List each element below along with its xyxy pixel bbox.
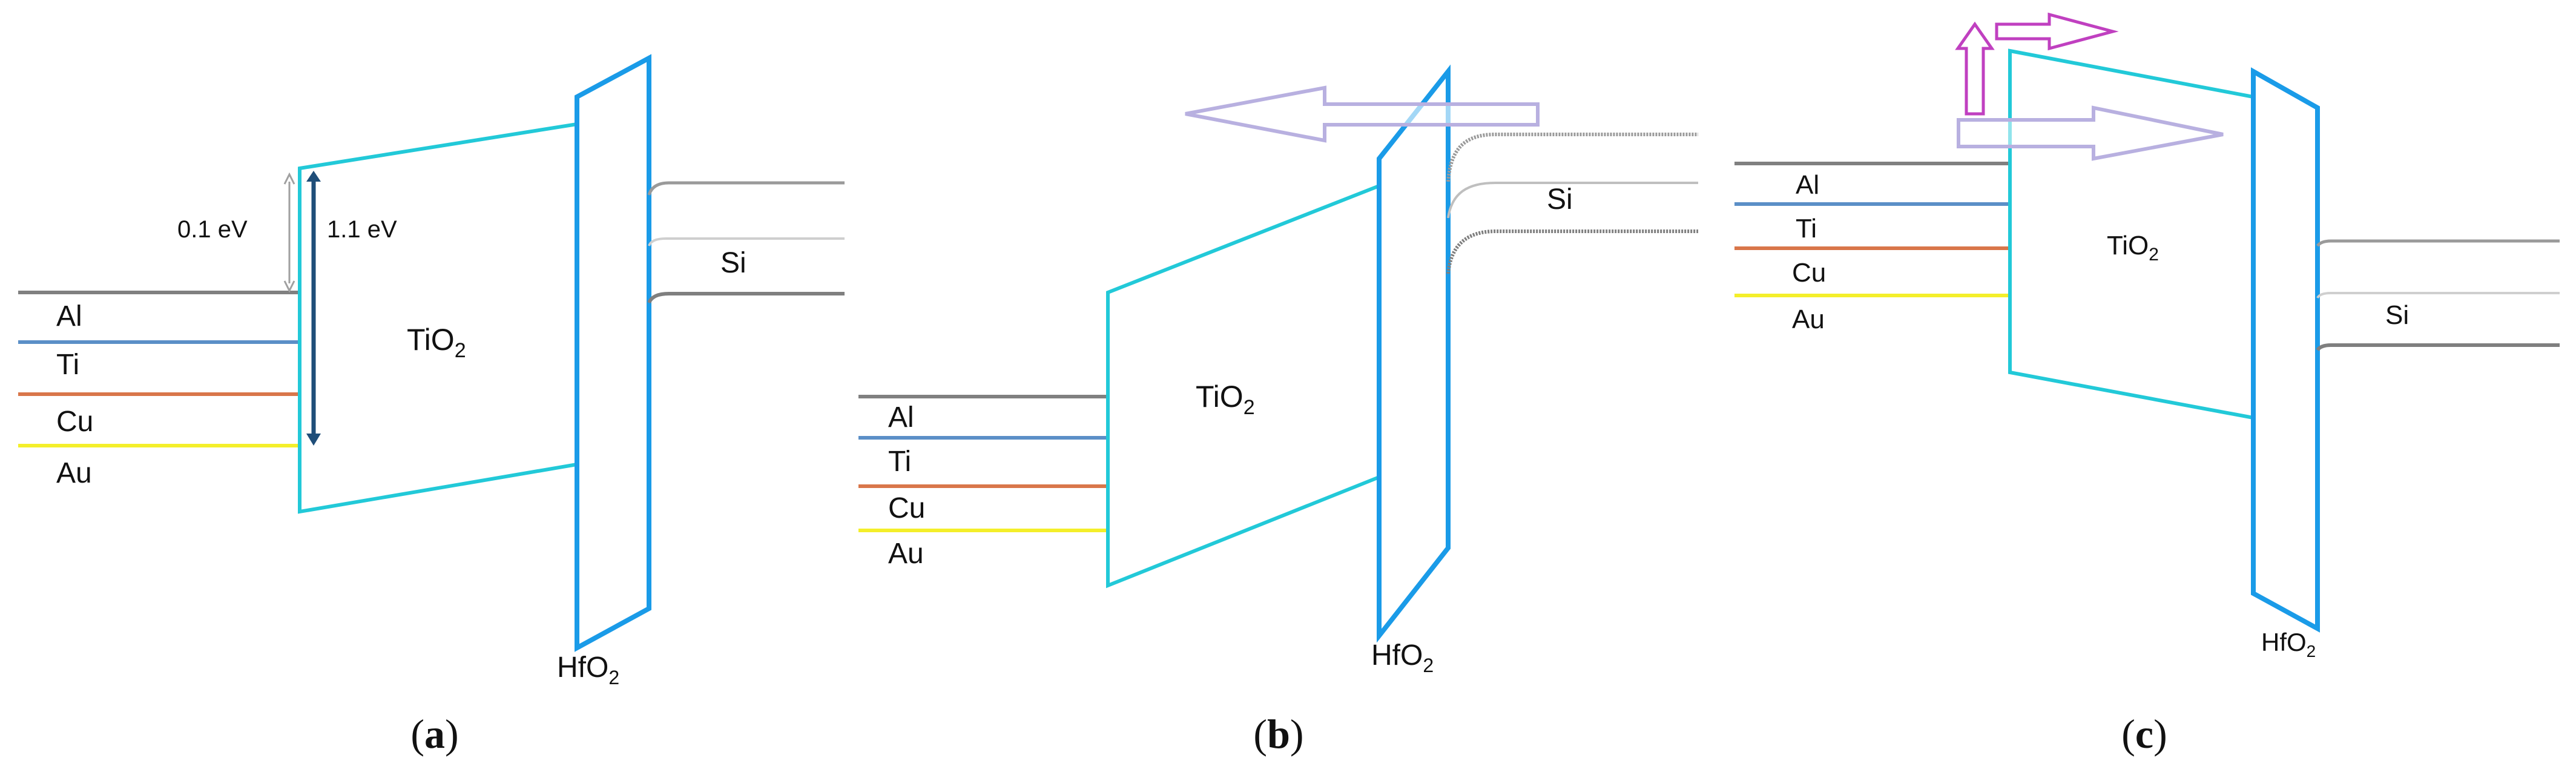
right-arrow-icon bbox=[1995, 12, 2119, 51]
metal-label-ti: Ti bbox=[1796, 214, 1817, 243]
panel-caption-b: (b) bbox=[1253, 711, 1303, 757]
panel-caption-c: (c) bbox=[2121, 711, 2167, 757]
panel-c: Al Ti Cu Au TiO2 HfO2 Si (c) bbox=[1734, 12, 2560, 757]
panel-caption-a: (a) bbox=[410, 711, 458, 757]
metal-label-cu: Cu bbox=[1792, 258, 1826, 288]
hfo2-label: HfO2 bbox=[557, 652, 619, 688]
tio2-label: TiO2 bbox=[2107, 231, 2159, 265]
si-label: Si bbox=[720, 247, 746, 279]
tio2-layer-shape bbox=[298, 122, 579, 514]
left-arrow-icon bbox=[1185, 85, 1540, 143]
hfo2-label: HfO2 bbox=[2261, 628, 2316, 661]
barrier-arrow-0-1ev bbox=[283, 172, 295, 293]
metal-label-ti: Ti bbox=[888, 446, 911, 478]
si-fermi-level bbox=[2316, 292, 2560, 299]
up-arrow-icon bbox=[1955, 21, 1995, 116]
metal-label-al: Al bbox=[888, 401, 914, 434]
tio2-layer-shape bbox=[1106, 183, 1381, 589]
hfo2-layer-shape bbox=[1377, 64, 1451, 643]
si-fermi-level bbox=[1447, 182, 1698, 219]
si-valence-band bbox=[647, 292, 845, 304]
metal-label-al: Al bbox=[56, 300, 82, 332]
metal-label-al: Al bbox=[1796, 170, 1819, 200]
hfo2-label: HfO2 bbox=[1371, 639, 1434, 676]
si-conduction-band bbox=[647, 181, 845, 196]
energy-label-1-1ev: 1.1 eV bbox=[327, 216, 397, 243]
panel-b: Al Ti Cu Au TiO2 HfO2 Si (b) bbox=[858, 64, 1698, 757]
barrier-arrow-1-1ev bbox=[306, 171, 321, 446]
metal-label-cu: Cu bbox=[56, 406, 93, 438]
tio2-label: TiO2 bbox=[1196, 380, 1255, 419]
metal-label-au: Au bbox=[888, 538, 924, 570]
energy-label-0-1ev: 0.1 eV bbox=[177, 216, 248, 243]
hfo2-layer-shape bbox=[2251, 67, 2320, 633]
hfo2-layer-shape bbox=[575, 54, 651, 652]
si-fermi-level bbox=[648, 237, 845, 246]
metal-label-au: Au bbox=[56, 457, 92, 489]
metal-label-cu: Cu bbox=[888, 492, 925, 524]
tio2-label: TiO2 bbox=[407, 323, 466, 362]
metal-label-au: Au bbox=[1792, 305, 1825, 334]
si-label: Si bbox=[2385, 300, 2409, 330]
right-arrow-icon bbox=[1957, 105, 2224, 161]
metal-label-ti: Ti bbox=[56, 349, 79, 381]
si-valence-band bbox=[2316, 343, 2560, 351]
si-conduction-band bbox=[1446, 133, 1698, 182]
panel-a: Al Ti Cu Au TiO2 HfO2 Si 0.1 eV 1 bbox=[18, 54, 845, 757]
si-valence-band bbox=[1446, 229, 1698, 274]
si-label: Si bbox=[1547, 183, 1573, 216]
si-conduction-band bbox=[2316, 239, 2560, 247]
